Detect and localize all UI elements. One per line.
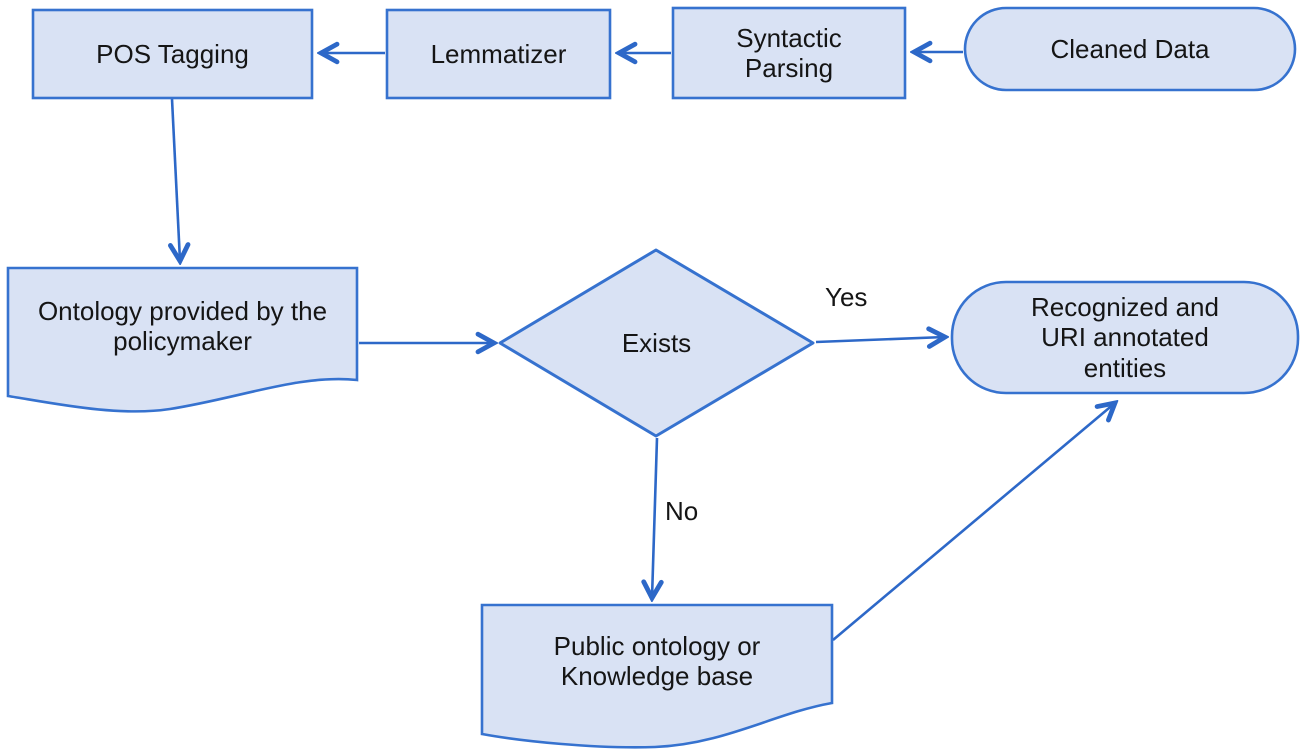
node-syntactic-parsing-shape [671, 6, 907, 100]
node-public-ontology-shape [480, 603, 834, 749]
edge-exists-no-to-public-ontology [652, 437, 657, 598]
node-lemmatizer-shape [385, 8, 612, 100]
nodes-group [6, 6, 1300, 749]
node-ontology-policymaker-shape [6, 266, 359, 413]
node-exists-diamond-shape [498, 248, 815, 438]
edge-pos-tagging-to-ontology [172, 98, 180, 261]
edge-exists-yes-to-recognized [815, 337, 945, 342]
edge-public-ontology-to-recognized [832, 403, 1115, 641]
node-cleaned-data-shape [963, 6, 1297, 92]
node-pos-tagging-shape [31, 8, 314, 100]
edges-group [172, 52, 1115, 641]
node-recognized-entities-shape [950, 280, 1300, 395]
